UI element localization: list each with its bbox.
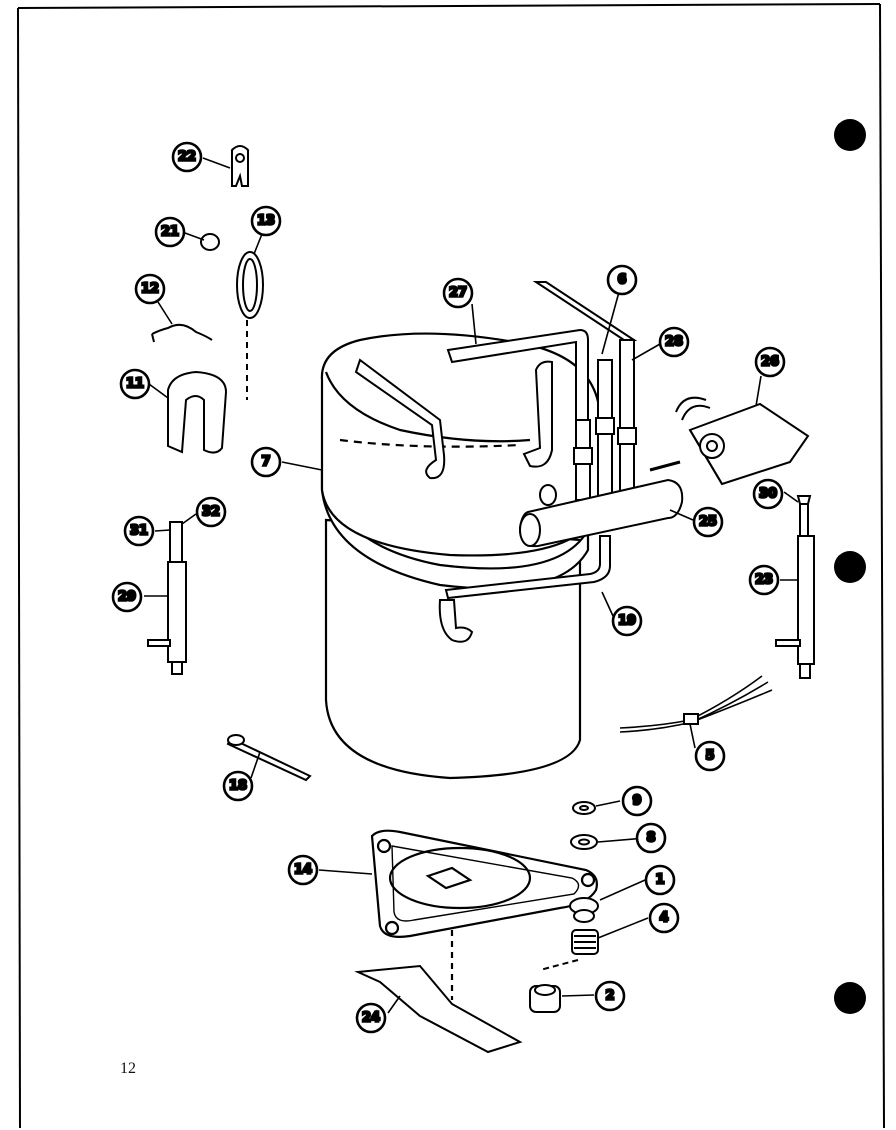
callout-30: 30 <box>752 478 784 510</box>
svg-text:25: 25 <box>699 515 717 530</box>
svg-text:9: 9 <box>632 794 641 809</box>
callout-31: 31 <box>123 515 155 547</box>
cover-11 <box>167 370 228 454</box>
grommet-stack <box>529 801 599 1013</box>
svg-text:27: 27 <box>449 286 467 301</box>
callout-7: 7 <box>250 446 282 478</box>
callout-11: 11 <box>119 368 151 400</box>
callout-18: 18 <box>222 770 254 802</box>
tie-strap <box>226 734 312 782</box>
svg-text:28: 28 <box>665 335 683 350</box>
callout-26: 26 <box>754 346 786 378</box>
callout-5: 5 <box>694 740 726 772</box>
svg-text:22: 22 <box>178 150 196 165</box>
svg-text:6: 6 <box>617 273 626 288</box>
callout-14: 14 <box>287 854 319 886</box>
wire-harness <box>619 675 773 733</box>
svg-text:14: 14 <box>294 863 312 878</box>
binder-holes <box>834 119 866 1014</box>
mounting-base <box>370 829 598 1000</box>
svg-text:5: 5 <box>705 749 714 764</box>
callout-6: 6 <box>606 264 638 296</box>
terminal-box <box>675 396 810 486</box>
callout-24: 24 <box>355 1002 387 1034</box>
clip-22 <box>231 145 249 187</box>
callout-23: 23 <box>748 564 780 596</box>
callout-8: 8 <box>635 822 667 854</box>
callout-13: 13 <box>250 205 282 237</box>
relay-left <box>147 521 187 675</box>
svg-text:19: 19 <box>618 614 636 629</box>
svg-text:32: 32 <box>202 505 220 520</box>
callout-22: 22 <box>171 141 203 173</box>
callout-29: 29 <box>111 581 143 613</box>
callout-21: 21 <box>154 216 186 248</box>
svg-text:4: 4 <box>659 911 668 926</box>
small-parts <box>151 145 264 454</box>
discharge-tubes <box>354 281 684 548</box>
svg-text:21: 21 <box>161 225 179 240</box>
binder-hole-middle <box>834 551 866 583</box>
svg-text:23: 23 <box>755 573 773 588</box>
callout-12: 12 <box>134 273 166 305</box>
clip-12 <box>151 323 213 341</box>
binder-hole-top <box>834 119 866 151</box>
svg-text:26: 26 <box>761 355 779 370</box>
svg-text:1: 1 <box>655 873 664 888</box>
callout-27: 27 <box>442 277 474 309</box>
callout-9: 9 <box>621 785 653 817</box>
callout-4: 4 <box>648 902 680 934</box>
grommet-21 <box>200 233 220 251</box>
callout-2: 2 <box>594 980 626 1012</box>
compressor-shell <box>320 332 602 780</box>
svg-text:7: 7 <box>261 455 270 470</box>
callout-19: 19 <box>611 605 643 637</box>
svg-text:2: 2 <box>605 989 614 1004</box>
svg-text:29: 29 <box>118 590 136 605</box>
svg-text:31: 31 <box>130 524 148 539</box>
svg-text:30: 30 <box>759 487 777 502</box>
page-frame <box>17 3 885 1129</box>
process-tube <box>438 535 611 643</box>
base-bracket <box>354 964 523 1054</box>
callout-28: 28 <box>658 326 690 358</box>
callout-32: 32 <box>195 496 227 528</box>
binder-hole-bottom <box>834 982 866 1014</box>
callout-25: 25 <box>692 506 724 538</box>
relay-right <box>775 495 815 679</box>
page-number: 12 <box>120 1060 136 1077</box>
svg-text:18: 18 <box>229 779 247 794</box>
svg-text:13: 13 <box>257 214 275 229</box>
svg-text:12: 12 <box>141 282 159 297</box>
callout-1: 1 <box>644 864 676 896</box>
leader-lines <box>144 157 799 1014</box>
svg-text:24: 24 <box>362 1011 380 1026</box>
svg-text:8: 8 <box>646 831 655 846</box>
svg-text:11: 11 <box>126 377 144 392</box>
callout-balloons: 22 21 13 12 11 7 27 6 28 26 25 19 30 23 … <box>111 141 786 1034</box>
